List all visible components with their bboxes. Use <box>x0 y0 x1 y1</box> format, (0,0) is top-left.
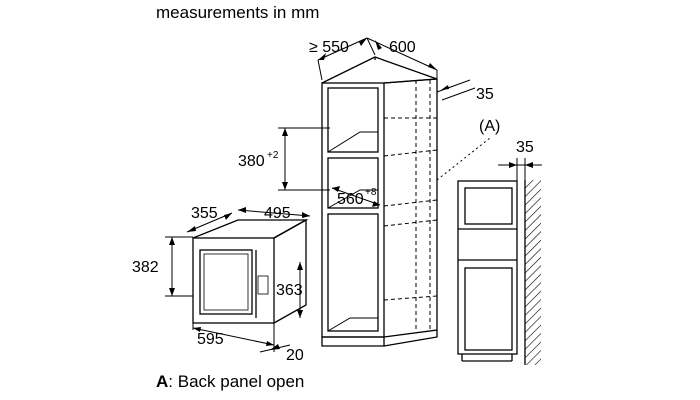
legend-text: : Back panel open <box>168 372 305 391</box>
cabinet-arrowheads <box>282 38 449 207</box>
wall <box>524 180 541 365</box>
cabinet-hidden-lines <box>383 80 438 330</box>
niche-height-label: 380 <box>238 153 265 170</box>
niche-width-label: 560 <box>337 191 364 208</box>
appliance-dimension-lines <box>165 209 311 353</box>
microwave-appliance <box>192 218 309 324</box>
appliance-width-label: 595 <box>197 331 224 348</box>
side-view-dimension-lines <box>436 137 542 181</box>
niche-height-tolerance: +2 <box>267 150 279 161</box>
side-view-cabinet <box>457 180 518 362</box>
appliance-inner-height-label: 363 <box>276 282 303 299</box>
cabinet-width-label: 600 <box>389 39 416 56</box>
depth-min-label: ≥ 550 <box>309 39 349 56</box>
legend-key: A <box>156 372 169 391</box>
detail-marker-a: (A) <box>479 118 500 135</box>
appliance-depth-label: 355 <box>191 205 218 222</box>
wall-gap-label: 35 <box>516 139 534 156</box>
appliance-body-width-label: 495 <box>264 205 291 222</box>
side-view-arrowheads <box>509 162 533 168</box>
niche-width-tolerance: +8 <box>365 187 377 198</box>
cabinet-dimension-lines <box>278 37 476 206</box>
appliance-arrowheads <box>169 207 310 350</box>
top-gap-label: 35 <box>476 86 494 103</box>
niche-shelves <box>327 131 378 332</box>
page-title: measurements in mm <box>156 3 320 22</box>
appliance-height-label: 382 <box>132 259 159 276</box>
tall-cabinet <box>321 56 438 347</box>
frame-depth-label: 20 <box>286 347 304 364</box>
legend-caption: A: Back panel open <box>156 372 304 392</box>
